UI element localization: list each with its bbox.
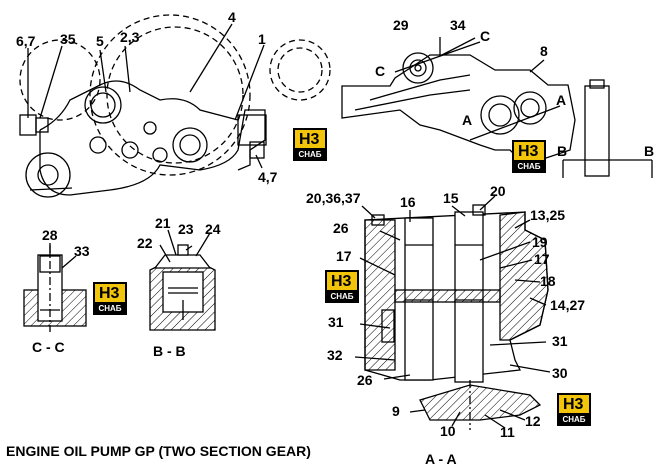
callout-2-3: 2,3 [120, 29, 140, 45]
caption-c-c: C - C [32, 339, 65, 355]
callout-32: 32 [327, 347, 343, 363]
callout-4-7: 4,7 [258, 169, 278, 185]
diagram-title: ENGINE OIL PUMP GP (TWO SECTION GEAR) [6, 443, 311, 459]
callout-23: 23 [178, 221, 194, 237]
callout-17-right: 17 [534, 251, 550, 267]
section-a-a [354, 195, 551, 430]
callout-26-top: 26 [333, 220, 349, 236]
callout-20-36-37: 20,36,37 [306, 190, 361, 206]
callout-17-left: 17 [336, 248, 352, 264]
logo-sub: СНАБ [93, 303, 127, 315]
top-left-view [19, 14, 331, 198]
callout-24: 24 [205, 221, 221, 237]
callout-1: 1 [258, 31, 266, 47]
callout-section-a-left: A [462, 112, 473, 128]
callout-26-bottom: 26 [357, 372, 373, 388]
callout-section-b-right: B [644, 143, 655, 159]
h3-logo-4: H3 СНАБ [325, 270, 359, 304]
callout-13-25: 13,25 [530, 207, 566, 223]
h3-logo-2: H3 СНАБ [512, 140, 546, 174]
caption-a-a: A - A [425, 451, 457, 467]
logo-sub: СНАБ [293, 149, 327, 161]
h3-logo-3: H3 СНАБ [93, 282, 127, 316]
callout-8: 8 [540, 43, 548, 59]
callout-31-right: 31 [552, 333, 568, 349]
callout-6-7: 6,7 [16, 33, 36, 49]
callout-11: 11 [500, 424, 515, 440]
callout-28: 28 [42, 227, 58, 243]
logo-mark: H3 [331, 273, 352, 290]
callout-14-27: 14,27 [550, 297, 586, 313]
callout-12: 12 [525, 413, 541, 429]
logo-mark: H3 [563, 396, 584, 413]
callout-34: 34 [450, 17, 466, 33]
callout-29: 29 [393, 17, 409, 33]
callout-22: 22 [137, 235, 153, 251]
logo-mark: H3 [99, 285, 120, 302]
callout-21: 21 [155, 215, 171, 231]
h3-logo-1: H3 СНАБ [293, 128, 327, 162]
top-right-view [341, 37, 653, 178]
callout-section-b-left: B [557, 143, 568, 159]
h3-logo-5: H3 СНАБ [557, 393, 591, 427]
callout-30: 30 [552, 365, 568, 381]
logo-sub: СНАБ [512, 161, 546, 173]
caption-b-b: B - B [153, 343, 186, 359]
section-b-b [149, 229, 216, 331]
logo-sub: СНАБ [325, 291, 359, 303]
callout-section-c-left: C [375, 63, 386, 79]
callout-18: 18 [540, 273, 556, 289]
callout-20: 20 [490, 183, 506, 199]
callout-10: 10 [440, 423, 456, 439]
callout-4: 4 [228, 9, 236, 25]
callout-19: 19 [532, 234, 548, 250]
section-c-c [23, 243, 87, 332]
logo-mark: H3 [299, 131, 320, 148]
callout-33: 33 [74, 243, 90, 259]
callout-section-a-right: A [556, 92, 567, 108]
callout-section-c-top: C [480, 28, 491, 44]
callout-5: 5 [96, 33, 104, 49]
callout-35: 35 [60, 31, 76, 47]
logo-mark: H3 [518, 143, 539, 160]
logo-sub: СНАБ [557, 414, 591, 426]
callout-15: 15 [443, 190, 459, 206]
callout-9: 9 [392, 403, 400, 419]
callout-31-left: 31 [328, 314, 344, 330]
callout-16: 16 [400, 194, 416, 210]
